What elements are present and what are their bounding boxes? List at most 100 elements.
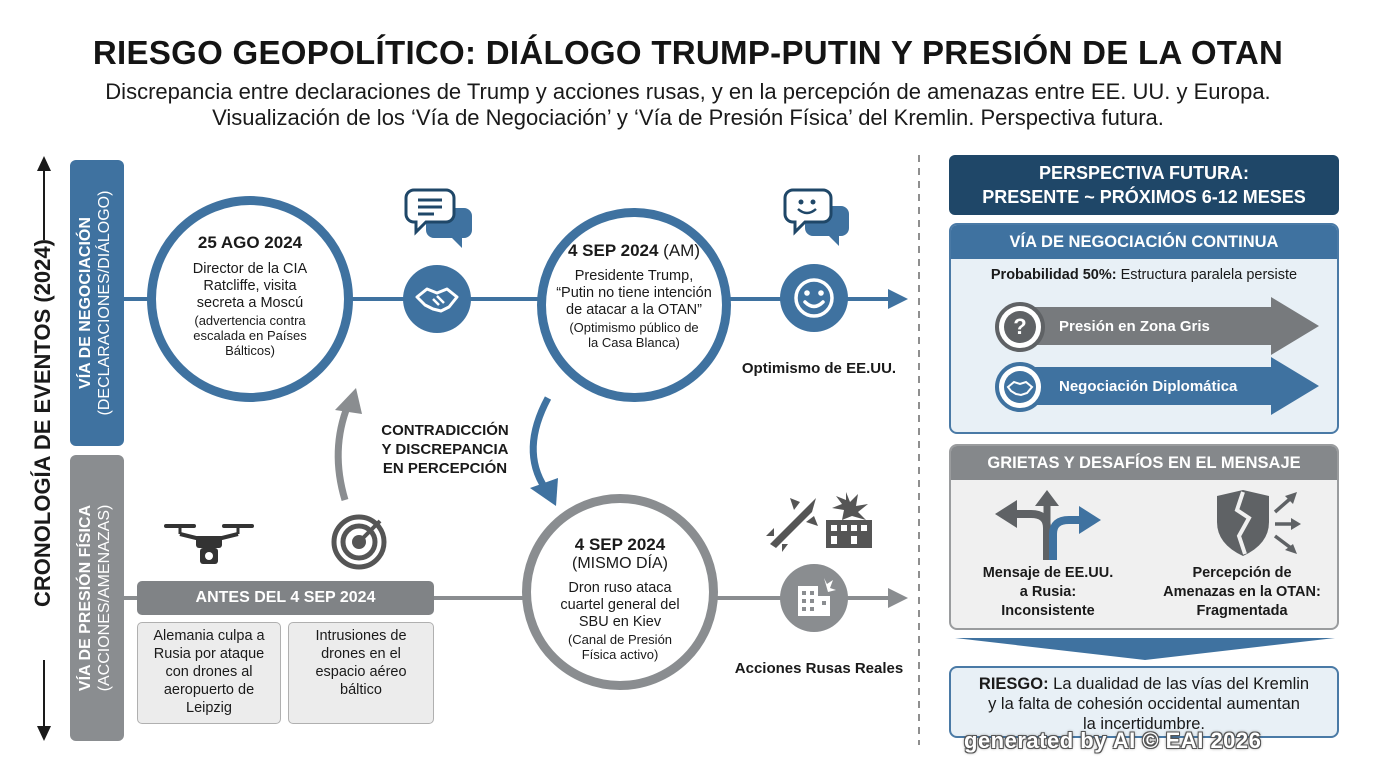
diplomatic-arrow-label: Negociación Diplomática <box>1059 378 1238 395</box>
event-text: “Putin no tiene intención <box>556 285 712 301</box>
gray-zone-arrow-label: Presión en Zona Gris <box>1059 318 1210 335</box>
event-note: escalada en Países <box>193 328 307 343</box>
chat-smiley-icon <box>783 186 853 248</box>
pressure-track-label: VÍA DE PRESIÓN FÍSICA (ACCIONES/AMENAZAS… <box>76 455 118 741</box>
risk-label: RIESGO: <box>978 675 1049 693</box>
timeline-label: CRONOLOGÍA DE EVENTOS (2024) <box>30 239 55 607</box>
box-line: aeropuerto de <box>163 682 255 698</box>
contradiction-line-1: CONTRADICCIÓN <box>381 422 509 439</box>
broken-shield-icon <box>1209 488 1305 560</box>
box-line: báltico <box>340 682 382 698</box>
event-date: 4 SEP 2024 <box>574 535 666 554</box>
handshake-icon <box>995 362 1045 412</box>
event-note: la Casa Blanca) <box>588 335 680 350</box>
event-circle-aug25: 25 AGO 2024 Director de la CIA Ratcliffe… <box>147 196 353 402</box>
risk-box: RIESGO: La dualidad de las vías del Krem… <box>949 666 1339 738</box>
negotiation-track-bar <box>70 160 124 446</box>
risk-text: La dualidad de las vías del Kremlin <box>1048 675 1310 693</box>
subtitle-line-2: Visualización de los ‘Vía de Negociación… <box>212 105 1164 130</box>
event-date-note: (MISMO DÍA) <box>572 555 668 572</box>
event-note: Bálticos) <box>225 343 275 358</box>
nato-perception-text: Percepción de Amenazas en la OTAN: Fragm… <box>1147 564 1337 621</box>
negotiation-track-subtitle: (DECLARACIONES/DIÁLOGO) <box>96 190 113 416</box>
gap-line: Fragmentada <box>1196 603 1288 619</box>
event-text: cuartel general del <box>560 597 680 613</box>
optimism-label: Optimismo de EE.UU. <box>741 360 897 377</box>
page-subtitle: Discrepancia entre declaraciones de Trum… <box>0 79 1376 131</box>
building-attack-icon <box>780 564 848 632</box>
box-line: Leipzig <box>186 700 232 716</box>
event-circle-sep4-same-day: 4 SEP 2024 (MISMO DÍA) Dron ruso ataca c… <box>522 494 718 690</box>
contradiction-label: CONTRADICCIÓN Y DISCREPANCIA EN PERCEPCI… <box>350 421 540 478</box>
curved-arrow-down <box>529 396 558 506</box>
gap-line: a Rusia: <box>1019 584 1077 600</box>
box-line: espacio aéreo <box>315 664 407 680</box>
chevron-down-icon <box>955 638 1335 660</box>
event-note: Física activo) <box>581 647 659 662</box>
box-line: Intrusiones de <box>315 628 407 644</box>
panel-title: VÍA DE NEGOCIACIÓN CONTINUA <box>951 225 1337 259</box>
box-line: Rusia por ataque <box>153 646 265 662</box>
event-text: Ratcliffe, visita <box>203 278 297 294</box>
probability-label: Probabilidad 50%: <box>990 267 1117 283</box>
event-date: 4 SEP 2024 <box>568 241 659 260</box>
handshake-icon <box>403 265 471 333</box>
event-circle-sep4-am: 4 SEP 2024 (AM) Presidente Trump, “Putin… <box>537 208 731 402</box>
timeline-axis <box>37 156 51 741</box>
risk-text: y la falta de cohesión occidental aument… <box>988 695 1300 713</box>
gap-line: Percepción de <box>1192 565 1292 581</box>
probability-value: Estructura paralela persiste <box>1116 267 1298 283</box>
curved-arrow-up <box>334 388 362 502</box>
us-message-text: Mensaje de EE.UU. a Rusia: Inconsistente <box>955 564 1141 621</box>
svg-text:?: ? <box>1013 314 1026 339</box>
event-text: Director de la CIA <box>192 261 308 277</box>
gap-line: Inconsistente <box>1001 603 1095 619</box>
event-note: (advertencia contra <box>194 313 306 328</box>
outlook-arrows <box>1031 297 1319 415</box>
box-line: Alemania culpa a <box>153 628 265 644</box>
before-event-leipzig: Alemania culpa a Rusia por ataque con dr… <box>137 622 281 724</box>
event-text: secreta a Moscú <box>196 295 304 311</box>
outlook-header-line-1: PERSPECTIVA FUTURA: <box>1038 163 1249 183</box>
contradiction-line-3: EN PERCEPCIÓN <box>382 460 508 477</box>
panel-title: GRIETAS Y DESAFÍOS EN EL MENSAJE <box>951 446 1337 480</box>
box-line: con drones al <box>165 664 253 680</box>
outlook-header-line-2: PRESENTE ~ PRÓXIMOS 6-12 MESES <box>982 187 1306 207</box>
probability-text: Probabilidad 50%: Estructura paralela pe… <box>951 267 1337 283</box>
pressure-track-title: VÍA DE PRESIÓN FÍSICA <box>77 504 94 692</box>
question-icon: ? <box>995 302 1045 352</box>
gap-line: Mensaje de EE.UU. <box>982 565 1114 581</box>
real-actions-label: Acciones Rusas Reales <box>734 660 904 677</box>
drone-icon <box>164 516 254 568</box>
subtitle-line-1: Discrepancia entre declaraciones de Trum… <box>105 79 1271 104</box>
negotiation-outlook-panel: VÍA DE NEGOCIACIÓN CONTINUA Probabilidad… <box>949 223 1339 434</box>
box-line: drones en el <box>321 646 401 662</box>
risk-text: la incertidumbre. <box>1083 715 1205 733</box>
pressure-track-subtitle: (ACCIONES/AMENAZAS) <box>96 504 113 692</box>
event-note: (Canal de Presión <box>567 632 673 647</box>
speech-bubble-icon <box>404 186 476 250</box>
event-text: Dron ruso ataca <box>568 580 672 596</box>
event-text: de atacar a la OTAN” <box>566 302 702 318</box>
event-note: (Optimismo público de <box>569 320 699 335</box>
damaged-building-icon <box>822 490 876 550</box>
before-header: ANTES DEL 4 SEP 2024 <box>137 581 434 615</box>
smiley-icon <box>780 264 848 332</box>
missile-icon <box>760 492 824 552</box>
outlook-header: PERSPECTIVA FUTURA: PRESENTE ~ PRÓXIMOS … <box>949 155 1339 215</box>
gap-line: Amenazas en la OTAN: <box>1163 584 1321 600</box>
split-arrows-icon <box>991 488 1103 560</box>
contradiction-line-2: Y DISCREPANCIA <box>381 441 509 458</box>
event-text: Presidente Trump, <box>574 268 694 284</box>
radar-icon <box>330 513 388 571</box>
event-date-suffix: (AM) <box>658 241 700 260</box>
negotiation-track-title: VÍA DE NEGOCIACIÓN <box>77 217 94 389</box>
watermark: generated by AI © EAI 2026 <box>964 728 1262 753</box>
page-title: RIESGO GEOPOLÍTICO: DIÁLOGO TRUMP-PUTIN … <box>92 34 1284 71</box>
event-date: 25 AGO 2024 <box>197 233 303 252</box>
before-event-baltic: Intrusiones de drones en el espacio aére… <box>288 622 434 724</box>
negotiation-track-label: VÍA DE NEGOCIACIÓN (DECLARACIONES/DIÁLOG… <box>76 160 118 446</box>
pressure-track-bar <box>70 455 124 741</box>
event-text: SBU en Kiev <box>578 614 662 630</box>
message-gaps-panel: GRIETAS Y DESAFÍOS EN EL MENSAJE Mensaje… <box>949 444 1339 630</box>
